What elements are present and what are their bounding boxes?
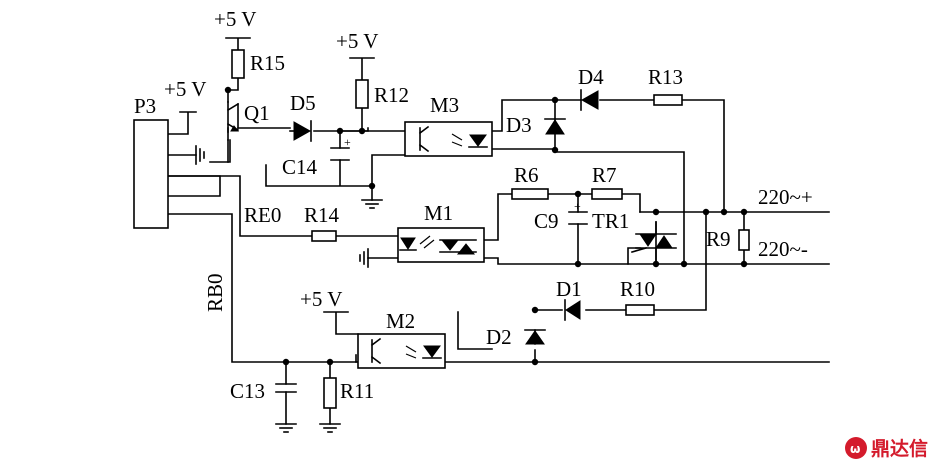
ground-r11 (319, 423, 341, 433)
component-labels: +5 V R15 +5 V R12 +5 V P3 Q1 D5 C14 M3 D… (134, 7, 813, 403)
optocoupler-m1 (397, 227, 485, 263)
label-vcc-r15: +5 V (214, 7, 256, 31)
watermark: ω 鼎达信 (845, 437, 928, 460)
resistor-r10 (625, 304, 655, 316)
diode-d4 (554, 89, 599, 111)
watermark-logo-icon (845, 437, 867, 459)
label-p3: P3 (134, 94, 156, 118)
wires (167, 37, 830, 425)
c14-polarity: + (344, 135, 351, 149)
label-vcc-p3: +5 V (164, 77, 206, 101)
ground-c14 (361, 199, 383, 209)
junction-dots (224, 86, 748, 366)
resistor-r9 (738, 229, 750, 251)
diode-d3 (544, 118, 566, 135)
label-r15: R15 (250, 51, 285, 75)
optocoupler-m2 (357, 333, 446, 369)
label-r9: R9 (706, 227, 731, 251)
label-d2: D2 (486, 325, 512, 349)
capacitors: + + (275, 135, 588, 393)
label-tr1: TR1 (592, 209, 629, 233)
grounds (195, 145, 383, 433)
label-re0: RE0 (244, 203, 281, 227)
transistor-q1 (226, 101, 240, 163)
label-vcc-r12: +5 V (336, 29, 378, 53)
watermark-text: 鼎达信 (871, 437, 928, 460)
resistor-r12 (355, 79, 369, 109)
label-c13: C13 (230, 379, 265, 403)
label-d3: D3 (506, 113, 532, 137)
resistor-r7 (591, 188, 623, 200)
label-c9: C9 (534, 209, 559, 233)
connector-p3 (133, 119, 169, 229)
label-c14: C14 (282, 155, 318, 179)
capacitor-c13 (275, 383, 297, 393)
label-m1: M1 (424, 201, 453, 225)
ground-m1 (359, 248, 369, 268)
label-d4: D4 (578, 65, 604, 89)
optocoupler-m3 (404, 121, 493, 157)
resistor-r11 (323, 377, 337, 409)
diode-d2 (524, 329, 546, 345)
label-r10: R10 (620, 277, 655, 301)
label-r11: R11 (340, 379, 374, 403)
label-m2: M2 (386, 309, 415, 333)
triac-tr1 (631, 221, 677, 265)
label-r12: R12 (374, 83, 409, 107)
ground-c13 (275, 423, 297, 433)
label-vcc-m2: +5 V (300, 287, 342, 311)
label-r7: R7 (592, 163, 617, 187)
label-rb0: RB0 (203, 273, 227, 312)
label-r14: R14 (304, 203, 340, 227)
svg-text:ω: ω (850, 442, 860, 456)
capacitor-c14 (330, 147, 350, 161)
label-r6: R6 (514, 163, 539, 187)
ground-p3 (195, 145, 205, 165)
diode-d1 (564, 299, 581, 321)
label-d1: D1 (556, 277, 582, 301)
label-q1: Q1 (244, 101, 270, 125)
diodes (289, 89, 599, 345)
label-m3: M3 (430, 93, 459, 117)
c9-polarity: + (574, 199, 581, 213)
resistor-r13 (653, 94, 683, 106)
label-d5: D5 (290, 91, 316, 115)
capacitor-c9 (568, 211, 588, 225)
label-r13: R13 (648, 65, 683, 89)
diode-d5 (289, 120, 312, 142)
resistor-r15 (231, 49, 245, 79)
label-ac-minus: 220~- (758, 237, 808, 261)
resistor-r6 (511, 188, 549, 200)
resistors (231, 49, 750, 409)
label-ac-plus: 220~+ (758, 185, 813, 209)
resistor-r14 (311, 230, 337, 242)
